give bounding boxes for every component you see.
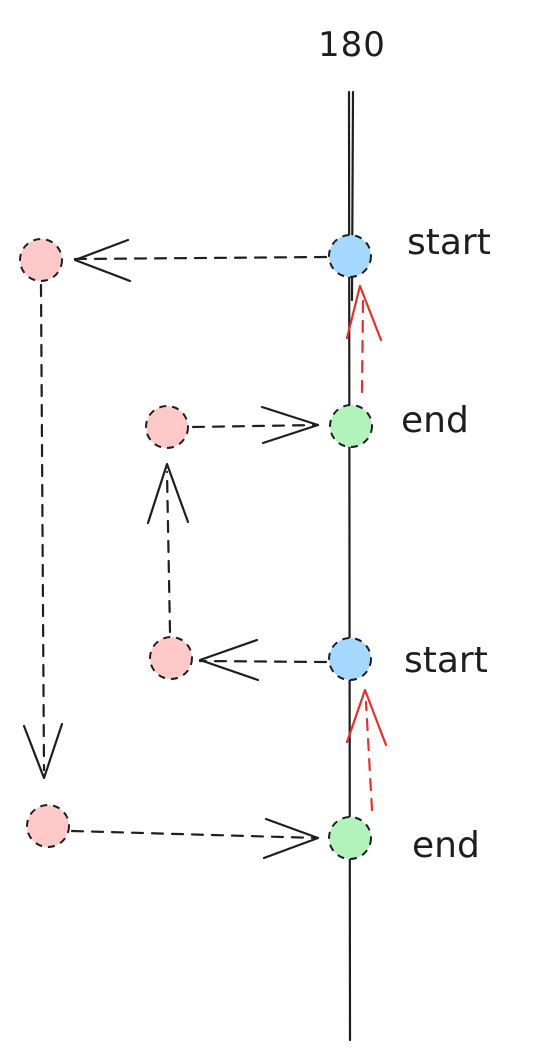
end-node-upper — [329, 404, 373, 448]
arrow-left-node-down — [22, 283, 64, 780]
arrow-middle-left-node-to-end — [191, 405, 320, 445]
start-node-top — [328, 234, 372, 278]
arrow-bottom-left-node-to-end — [70, 817, 320, 860]
label-start-top: start — [407, 222, 491, 263]
red-arrow-lower — [345, 688, 388, 812]
side-node-middle-lower — [149, 636, 193, 680]
arrow-start-top-to-left-node — [73, 238, 328, 283]
start-node-lower — [328, 637, 372, 681]
end-node-bottom — [328, 816, 372, 860]
side-node-middle-upper — [145, 405, 189, 449]
label-end-upper: end — [401, 400, 469, 441]
arrow-start-lower-to-node — [198, 638, 328, 682]
side-node-left-bottom — [26, 804, 70, 848]
label-start-lower: start — [404, 640, 488, 681]
red-arrow-upper — [345, 284, 383, 394]
diagram-title: 180 — [318, 25, 386, 65]
label-end-bottom: end — [412, 825, 480, 866]
side-node-left-top — [19, 238, 63, 282]
arrow-lower-node-up — [146, 462, 190, 634]
